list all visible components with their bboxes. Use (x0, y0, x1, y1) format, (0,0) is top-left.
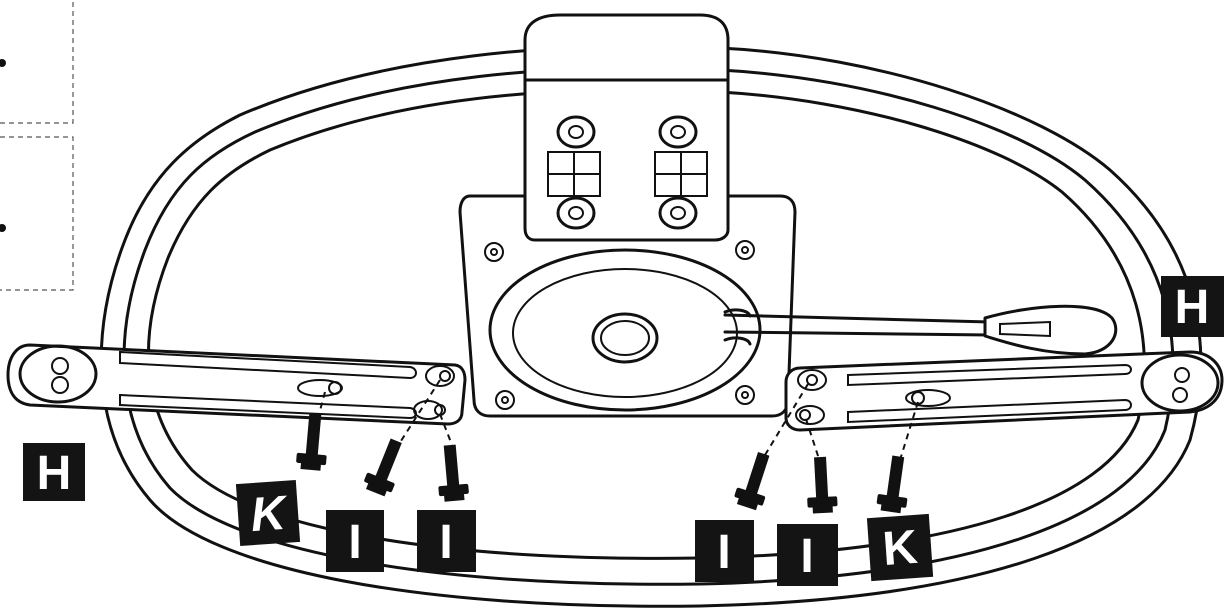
bolt-i-left-2 (435, 444, 470, 502)
label-k-left: K (236, 480, 300, 546)
label-i-left-1: I (326, 510, 384, 572)
bolt-i-right-1 (732, 449, 778, 512)
bolt-i-left-1 (361, 435, 410, 498)
top-bracket (525, 15, 728, 240)
label-i-left-2-text: I (439, 516, 452, 569)
label-h-left-text: H (37, 447, 72, 500)
label-i-right-2: I (777, 524, 838, 586)
bolt-k-right (876, 454, 914, 514)
label-i-left-1-text: I (348, 516, 361, 569)
label-i-left-2: I (417, 510, 476, 572)
label-k-right-text: K (881, 521, 920, 576)
bolt-i-right-2 (805, 456, 838, 513)
left-arm (8, 345, 465, 424)
label-k-right: K (867, 514, 933, 581)
left-detail-frames (0, 0, 73, 290)
right-arm (786, 352, 1222, 430)
label-i-right-2-text: I (800, 530, 813, 583)
label-h-left: H (23, 443, 85, 501)
label-h-right: H (1161, 276, 1224, 337)
label-h-right-text: H (1175, 281, 1210, 334)
bolt-k-left (295, 413, 330, 471)
label-i-right-1: I (695, 520, 754, 582)
label-i-right-1-text: I (717, 526, 730, 579)
